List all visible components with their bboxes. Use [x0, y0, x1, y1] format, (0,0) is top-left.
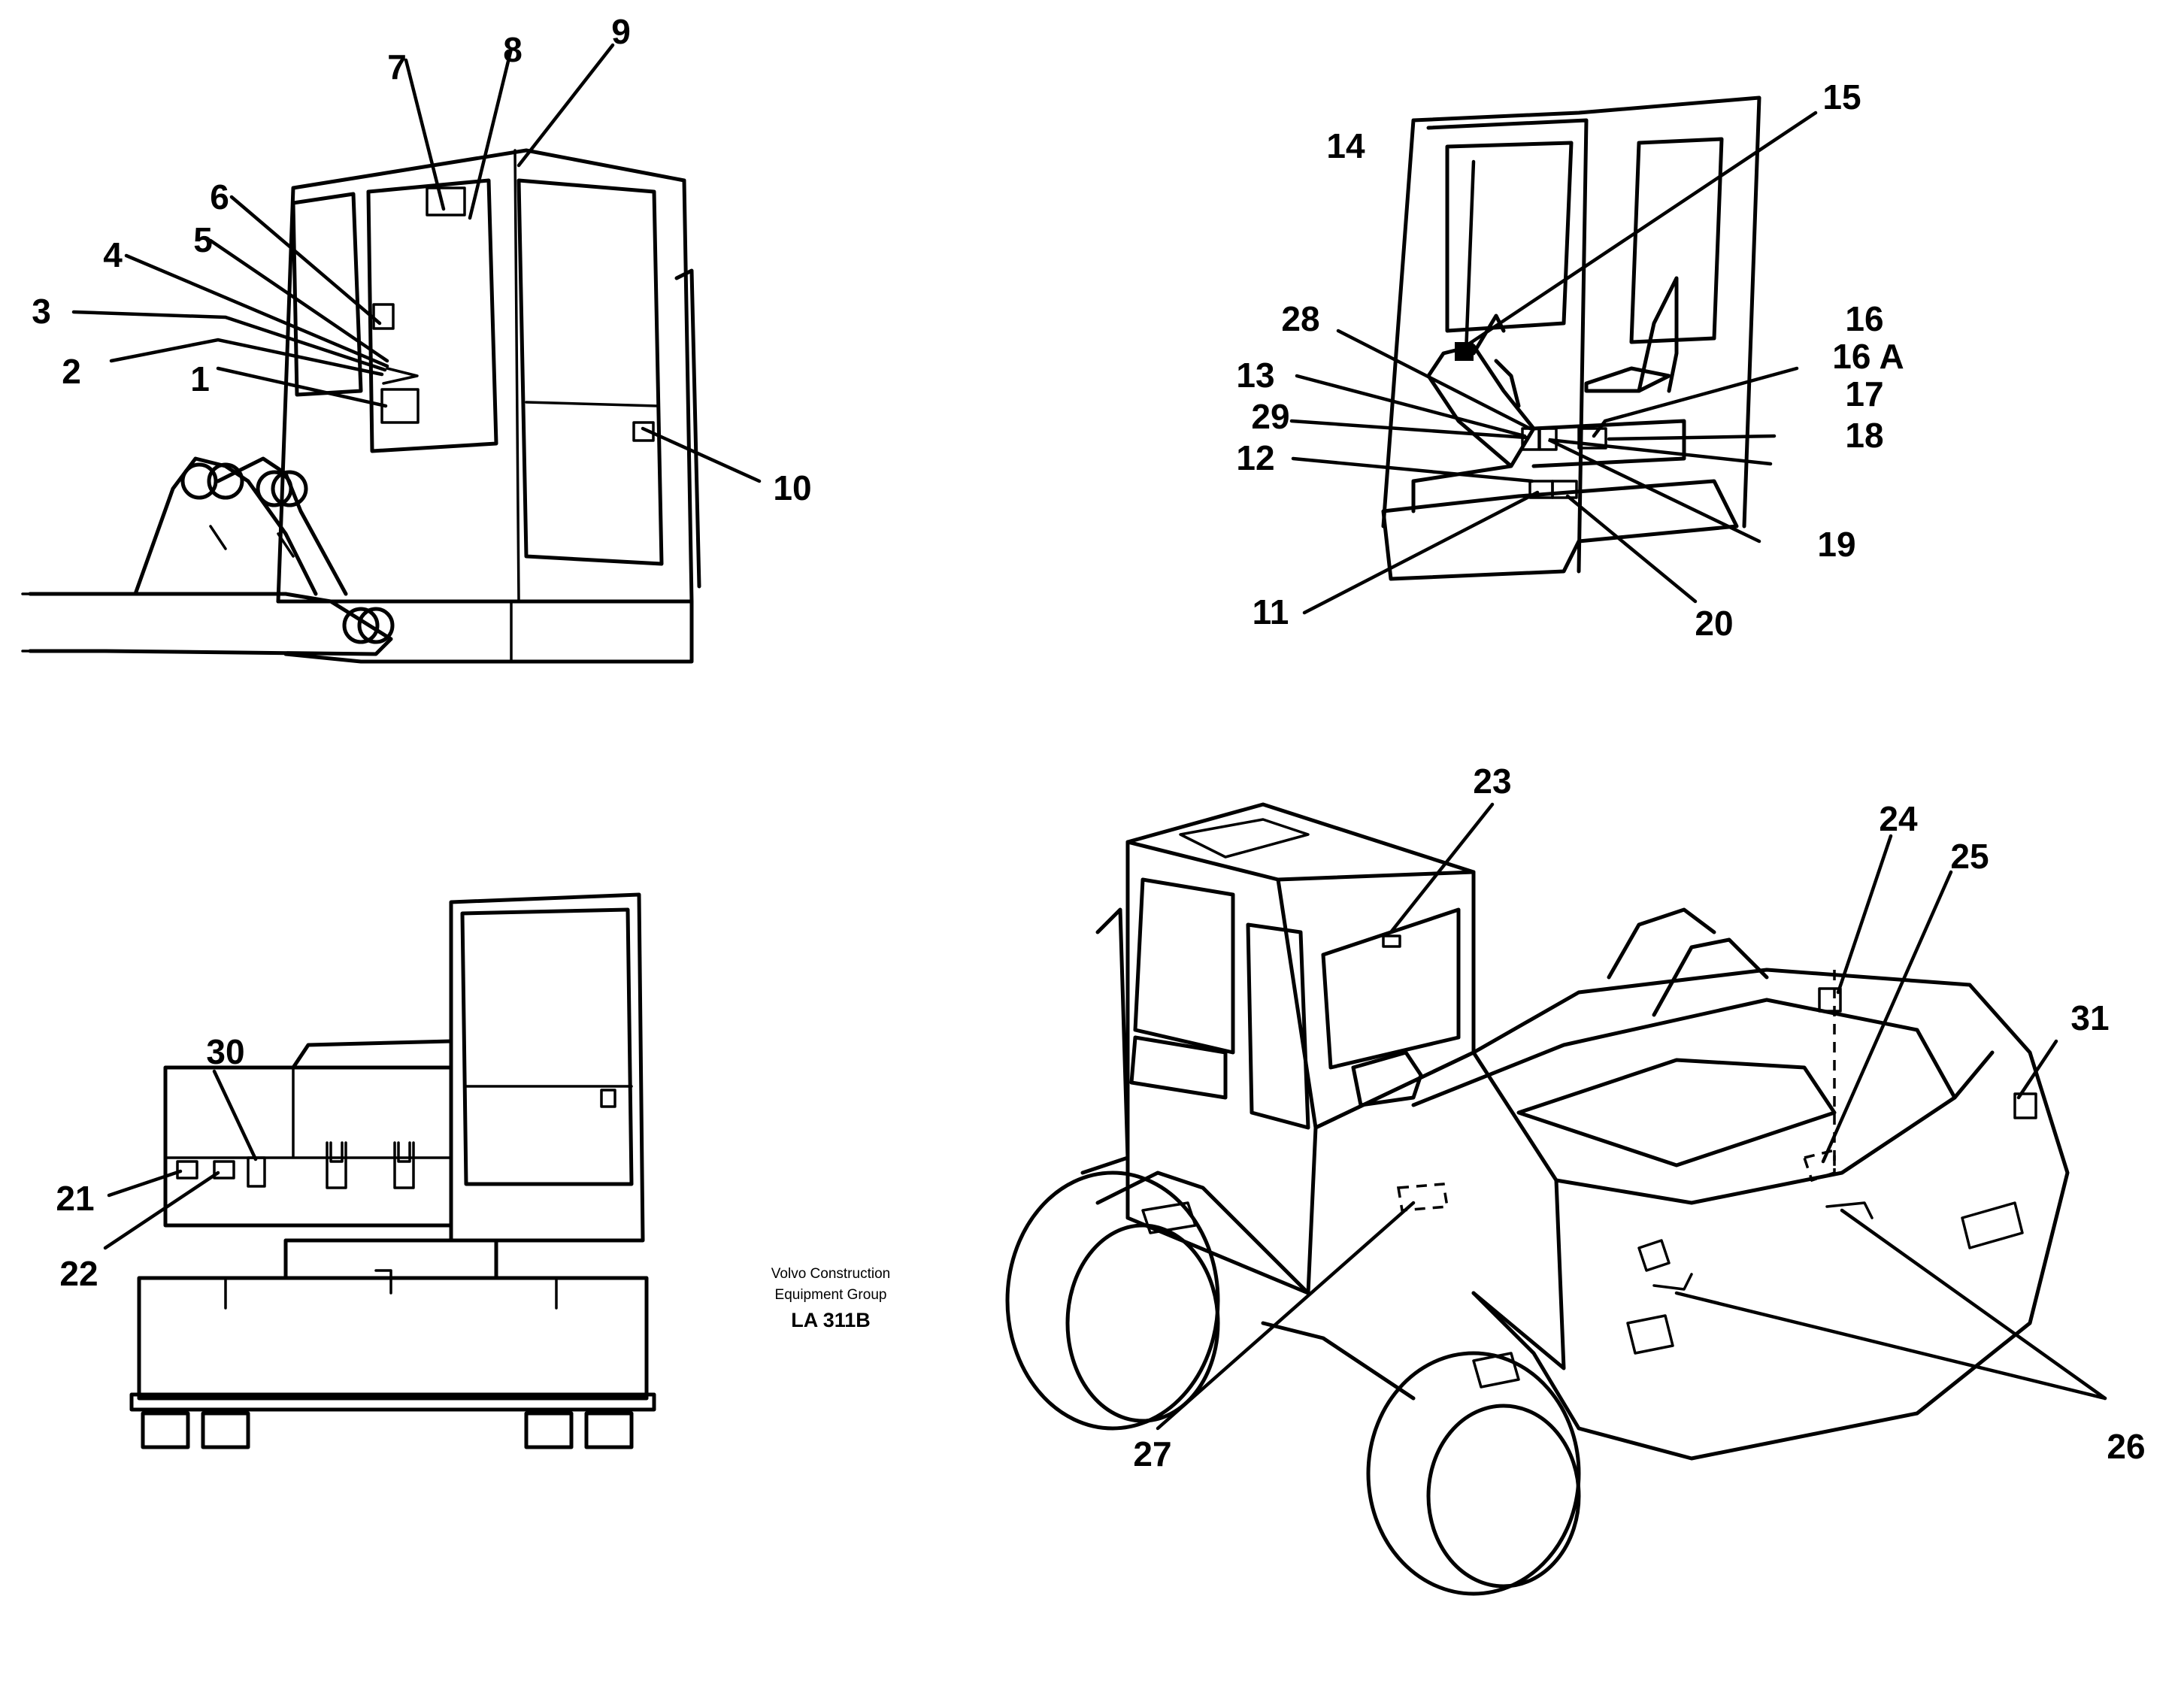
rear-perspective-view [1005, 802, 2107, 1596]
callout-11: 11 [1253, 592, 1289, 631]
callout-25: 25 [1950, 837, 1989, 876]
callout-30: 30 [206, 1032, 244, 1071]
callout-26: 26 [2107, 1427, 2145, 1466]
cab-interior-view [1289, 95, 1818, 615]
callout-27: 27 [1133, 1434, 1171, 1473]
callout-18: 18 [1845, 416, 1883, 455]
callout-31: 31 [2070, 998, 2109, 1037]
callout-21: 21 [56, 1179, 94, 1218]
callout-29: 29 [1251, 397, 1289, 436]
callout-9: 9 [611, 12, 631, 51]
callout-20: 20 [1695, 604, 1733, 643]
callout-1: 1 [190, 359, 210, 398]
callout-10: 10 [773, 468, 811, 507]
caption-code: LA 311B [791, 1309, 871, 1331]
machine-side-view [103, 892, 656, 1449]
callout-3: 3 [32, 292, 51, 331]
callout-24: 24 [1879, 799, 1918, 838]
callout-28: 28 [1281, 299, 1319, 338]
callout-7: 7 [387, 47, 407, 86]
callout-8: 8 [503, 30, 523, 69]
callout-16a: 16 A [1832, 337, 1904, 376]
machine-side-callouts: 21 22 30 [56, 1032, 244, 1293]
rear-perspective-callouts: 23 24 25 26 27 31 [1133, 762, 2145, 1473]
callout-22: 22 [59, 1254, 98, 1293]
callout-2: 2 [62, 352, 81, 391]
cab-interior-callouts: 11 12 13 14 15 16 16 A 17 18 19 20 28 29 [1236, 77, 1904, 643]
callout-23: 23 [1473, 762, 1511, 801]
callout-12: 12 [1236, 438, 1274, 477]
caption-block: Volvo Construction Equipment Group LA 31… [771, 1266, 890, 1331]
caption-group: Equipment Group [775, 1287, 887, 1303]
cab-side-view [21, 43, 762, 664]
callout-6: 6 [210, 177, 229, 217]
callout-13: 13 [1236, 356, 1274, 395]
callout-19: 19 [1817, 525, 1855, 564]
callout-5: 5 [193, 220, 213, 259]
callout-4: 4 [103, 235, 123, 274]
callout-15: 15 [1822, 77, 1861, 117]
callout-14: 14 [1326, 126, 1365, 165]
caption-company: Volvo Construction [771, 1266, 890, 1282]
callout-17: 17 [1845, 374, 1883, 413]
cab-side-callouts: 1 2 3 4 5 6 7 8 9 10 [32, 12, 811, 507]
callout-16: 16 [1845, 299, 1883, 338]
